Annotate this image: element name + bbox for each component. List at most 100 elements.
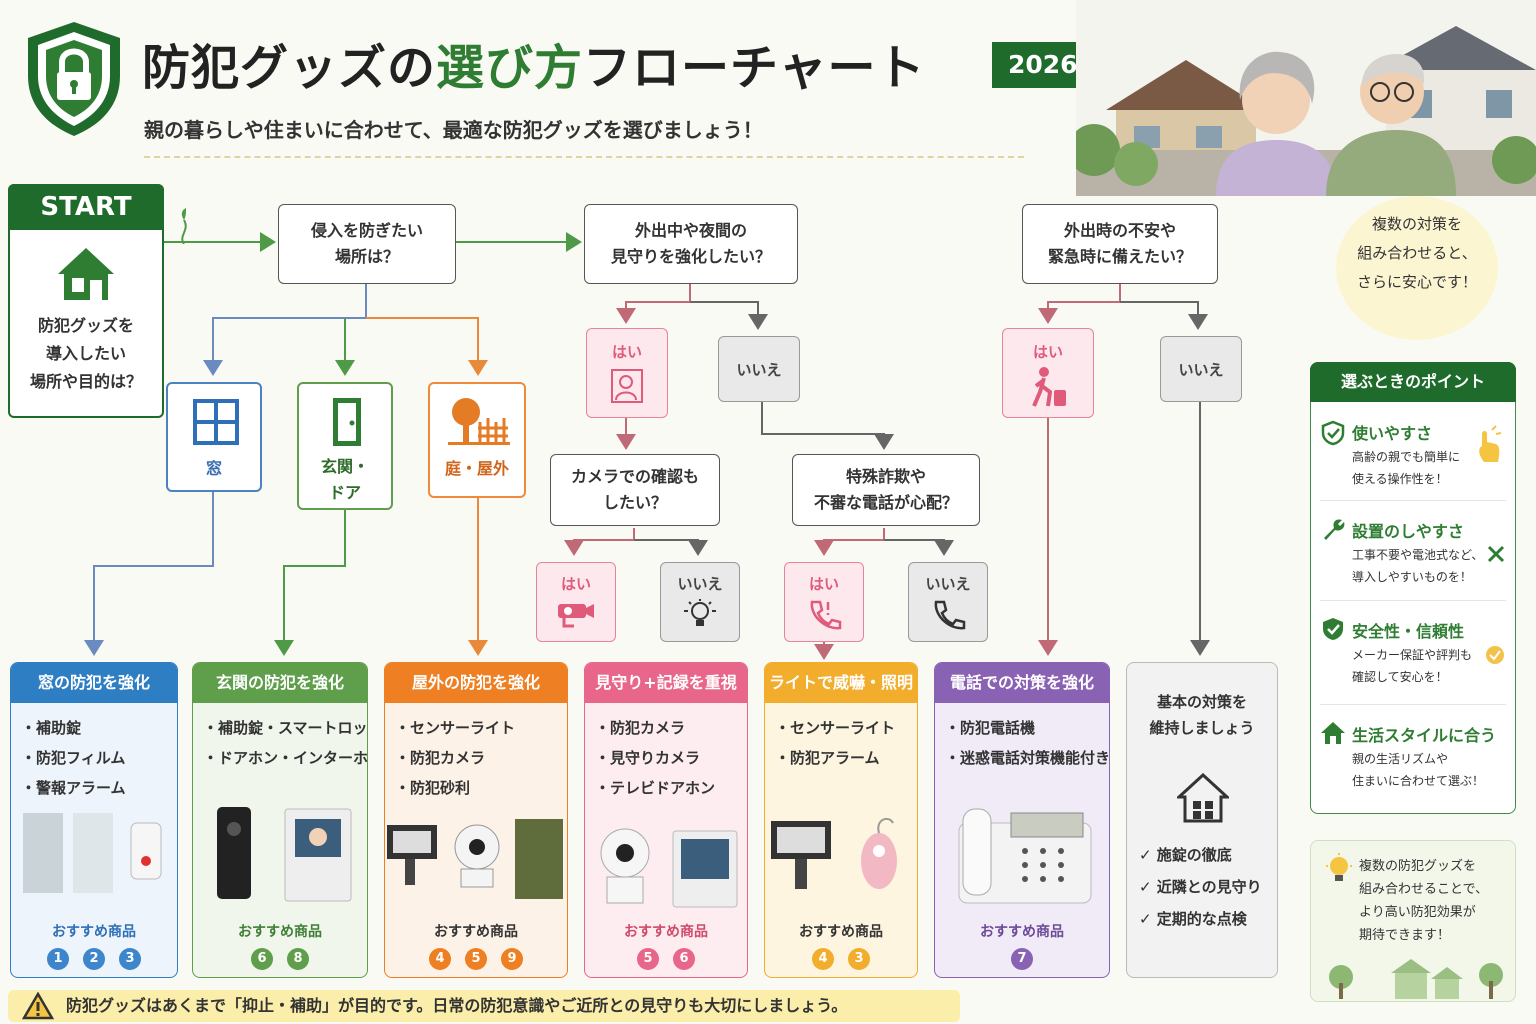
no-camera[interactable]: いいえ bbox=[660, 562, 740, 642]
product-number[interactable]: 6 bbox=[251, 948, 273, 970]
telephone-product-image bbox=[958, 808, 1092, 904]
light-alarm-products-image bbox=[771, 817, 897, 889]
sprout-icon bbox=[181, 208, 187, 244]
check-item: ✓ 定期的な点検 bbox=[1139, 910, 1247, 928]
result-window-title: 窓の防犯を強化 bbox=[11, 663, 177, 703]
no-fraud[interactable]: いいえ bbox=[908, 562, 988, 642]
result-item: ・防犯砂利 bbox=[395, 779, 471, 797]
start-label: START bbox=[8, 184, 164, 230]
result-item: ・防犯アラーム bbox=[775, 749, 880, 767]
product-number[interactable]: 4 bbox=[812, 948, 834, 970]
category-window[interactable]: 窓 bbox=[166, 382, 262, 492]
result-item: ・防犯カメラ bbox=[395, 749, 486, 767]
house-icon bbox=[1177, 773, 1229, 823]
tip-divider bbox=[1320, 600, 1506, 601]
result-watch-record: 見守り+記録を重視 ・防犯カメラ ・見守りカメラ ・テレビドアホン おすすめ商品… bbox=[584, 662, 748, 978]
phone-alert-icon bbox=[810, 600, 842, 630]
result-phone-items: ・防犯電話機 ・迷惑電話対策機能付き bbox=[935, 703, 1109, 773]
tip-divider bbox=[1320, 500, 1506, 501]
result-basic-checks: ✓ 施錠の徹底 ✓ 近隣との見守り ✓ 定期的な点検 bbox=[1139, 839, 1262, 935]
product-number[interactable]: 7 bbox=[1011, 948, 1033, 970]
yes-emergency-label: はい bbox=[1032, 343, 1063, 361]
shield-lock-icon bbox=[28, 22, 120, 136]
result-watch-record-title: 見守り+記録を重視 bbox=[585, 663, 747, 703]
lightbulb-icon bbox=[1326, 853, 1352, 881]
yes-fraud[interactable]: はい bbox=[784, 562, 864, 642]
result-item: ・補助錠・スマートロック bbox=[203, 719, 368, 737]
page-title: 防犯グッズの選び方フローチャート bbox=[142, 40, 926, 96]
product-number[interactable]: 2 bbox=[83, 948, 105, 970]
camera-doorphone-products-image bbox=[600, 828, 738, 908]
yes-camera[interactable]: はい bbox=[536, 562, 616, 642]
category-door[interactable]: 玄関・ ドア bbox=[297, 382, 393, 510]
header-divider bbox=[144, 156, 1024, 158]
result-basic: 基本の対策を 維持しましょう ✓ 施錠の徹底 ✓ 近隣との見守り ✓ 定期的な点… bbox=[1126, 662, 1278, 978]
product-number[interactable]: 5 bbox=[637, 948, 659, 970]
result-phone: 電話での対策を強化 ・防犯電話機 ・迷惑電話対策機能付き おすすめ商品 7 bbox=[934, 662, 1110, 978]
tips-header: 選ぶときのポイント bbox=[1310, 362, 1516, 402]
warning-icon bbox=[22, 992, 54, 1020]
no-fraud-label: いいえ bbox=[925, 575, 971, 593]
result-yard-rec: おすすめ商品 bbox=[434, 924, 518, 940]
phone-icon bbox=[934, 600, 966, 630]
no-watch[interactable]: いいえ bbox=[718, 336, 800, 402]
elderly-couple-illustration bbox=[1076, 0, 1536, 196]
result-phone-rec: おすすめ商品 bbox=[980, 924, 1064, 940]
result-phone-numbers: 7 bbox=[935, 947, 1109, 970]
tip-title: 設置のしやすさ bbox=[1352, 522, 1464, 541]
note-text: 複数の防犯グッズを 組み合わせることで、 より高い防犯効果が 期待できます！ bbox=[1359, 859, 1489, 943]
result-light-items: ・センサーライト ・防犯アラーム bbox=[765, 703, 917, 773]
tree-fence-icon bbox=[448, 398, 510, 445]
category-door-label: 玄関・ ドア bbox=[320, 457, 369, 502]
result-window-rec: おすすめ商品 bbox=[52, 924, 136, 940]
window-icon bbox=[193, 399, 239, 445]
badge-check-icon bbox=[1486, 646, 1504, 664]
result-item: ・防犯カメラ bbox=[595, 719, 686, 737]
result-window-items: ・補助錠 ・防犯フィルム ・警報アラーム bbox=[11, 703, 177, 803]
product-number[interactable]: 1 bbox=[47, 948, 69, 970]
security-camera-icon bbox=[558, 604, 594, 628]
note-box: 複数の防犯グッズを 組み合わせることで、 より高い防犯効果が 期待できます！ bbox=[1310, 840, 1516, 1002]
result-door-title: 玄関の防犯を強化 bbox=[193, 663, 367, 703]
tip-divider bbox=[1320, 704, 1506, 705]
result-door: 玄関の防犯を強化 ・補助錠・スマートロック ・ドアホン・インターホン おすすめ商… bbox=[192, 662, 368, 978]
tip-description: 親の生活リズムや 住まいに合わせて選ぶ！ bbox=[1352, 752, 1485, 788]
product-number[interactable]: 9 bbox=[501, 948, 523, 970]
tips-panel bbox=[1310, 362, 1516, 814]
product-number[interactable]: 8 bbox=[287, 948, 309, 970]
result-light-title: ライトで威嚇・照明 bbox=[765, 663, 917, 703]
result-watch-record-rec: おすすめ商品 bbox=[624, 924, 708, 940]
tip-description: メーカー保証や評判も 確認して安心を！ bbox=[1352, 648, 1473, 684]
result-phone-title: 電話での対策を強化 bbox=[935, 663, 1109, 703]
result-door-items: ・補助錠・スマートロック ・ドアホン・インターホン bbox=[193, 703, 367, 773]
combination-bubble: 複数の対策を 組み合わせると、 さらに安心です！ bbox=[1336, 196, 1498, 340]
product-number[interactable]: 6 bbox=[673, 948, 695, 970]
tip-description: 工事不要や電池式など、 導入しやすいものを！ bbox=[1352, 548, 1484, 584]
no-emergency[interactable]: いいえ bbox=[1160, 336, 1242, 402]
product-number[interactable]: 5 bbox=[465, 948, 487, 970]
product-number[interactable]: 4 bbox=[429, 948, 451, 970]
start-text: 防犯グッズを 導入したい 場所や目的は？ bbox=[29, 316, 142, 391]
no-camera-label: いいえ bbox=[677, 575, 723, 593]
tip-title: 生活スタイルに合う bbox=[1352, 726, 1497, 745]
home-icon bbox=[1321, 722, 1345, 744]
result-watch-record-items: ・防犯カメラ ・見守りカメラ ・テレビドアホン bbox=[585, 703, 747, 803]
product-number[interactable]: 3 bbox=[848, 948, 870, 970]
yes-camera-label: はい bbox=[560, 575, 591, 593]
yes-watch[interactable]: はい bbox=[586, 328, 668, 418]
town-illustration bbox=[1329, 959, 1503, 999]
tools-icon bbox=[1487, 545, 1505, 563]
yes-emergency[interactable]: はい bbox=[1002, 328, 1094, 418]
product-number[interactable]: 3 bbox=[119, 948, 141, 970]
intercom-products-image bbox=[217, 807, 352, 902]
tip-description: 高齢の親でも簡単に 使える操作性を！ bbox=[1352, 450, 1461, 486]
house-icon bbox=[58, 248, 114, 300]
check-item: ✓ 近隣との見守り bbox=[1139, 878, 1262, 896]
yes-fraud-label: はい bbox=[808, 575, 839, 593]
category-yard[interactable]: 庭・屋外 bbox=[428, 382, 526, 498]
warning-bar: 防犯グッズはあくまで「抑止・補助」が目的です。日常の防犯意識やご近所との見守りも… bbox=[8, 990, 960, 1022]
